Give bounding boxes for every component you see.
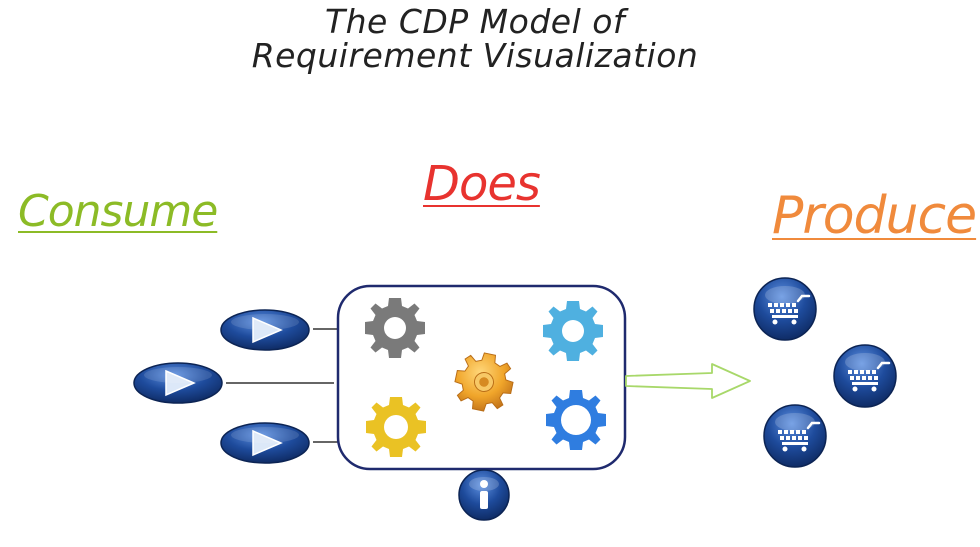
gear-icon-gray xyxy=(365,298,425,358)
does-heading: Does xyxy=(423,156,541,212)
gear-icon-blue xyxy=(546,390,606,450)
title-line-2: Requirement Visualization xyxy=(251,36,699,75)
play-icon xyxy=(220,422,310,464)
gear-icon-lightblue xyxy=(543,301,603,361)
play-icon xyxy=(133,362,223,404)
produce-heading: Produce xyxy=(772,186,977,246)
cart-icon xyxy=(752,276,818,342)
title-line-1: The CDP Model of xyxy=(324,2,626,41)
info-icon xyxy=(458,469,510,521)
cart-icon xyxy=(832,343,898,409)
gear-icon-yellow xyxy=(366,397,426,457)
cart-icon xyxy=(762,403,828,469)
play-icon xyxy=(220,309,310,351)
output-arrow xyxy=(625,363,751,399)
gear-icon-orange xyxy=(449,347,519,417)
consume-heading: Consume xyxy=(18,186,218,237)
